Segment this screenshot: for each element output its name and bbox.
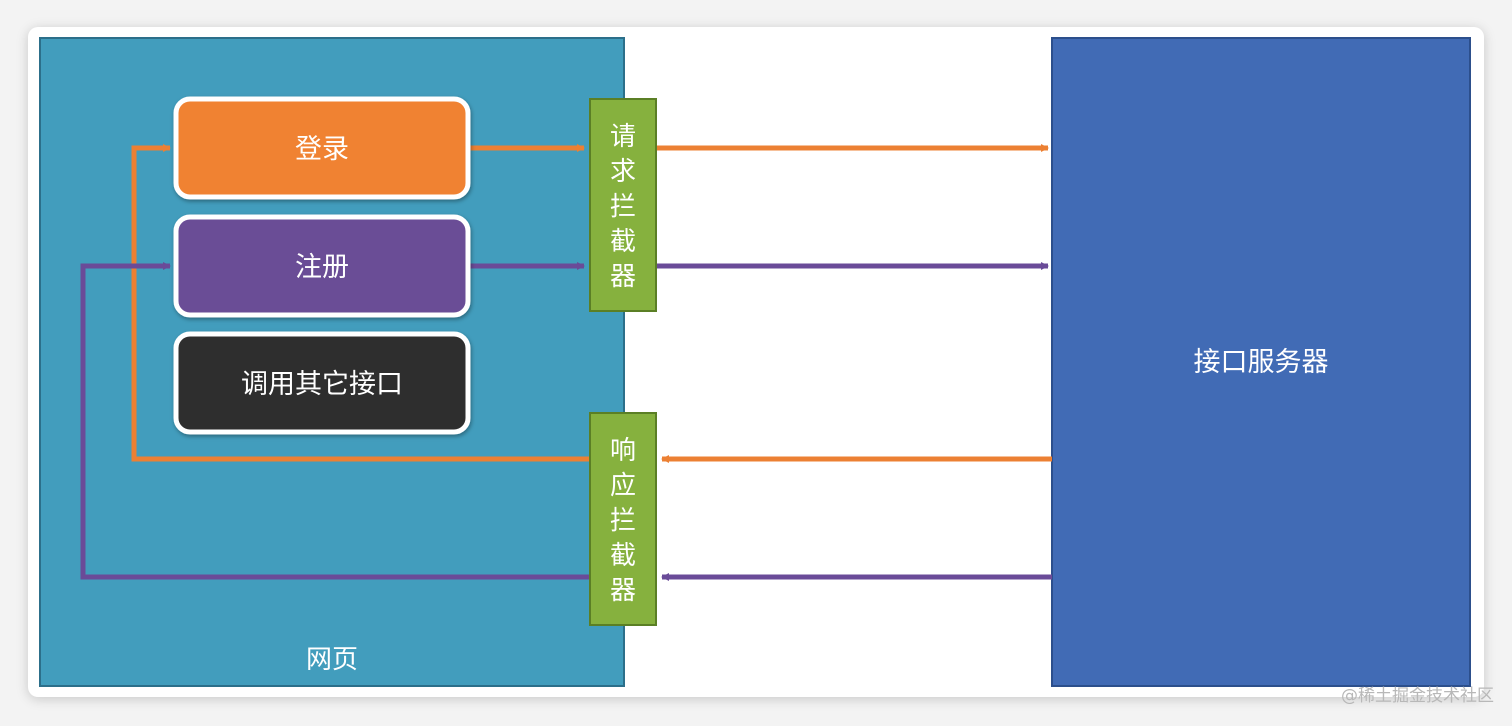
register-flow-arrows	[80, 262, 1052, 581]
request-interceptor-char: 器	[610, 262, 636, 292]
response-interceptor-char: 响	[610, 436, 636, 466]
call-other-api-button[interactable]: 调用其它接口	[173, 331, 471, 435]
response-to-register-arrow	[80, 262, 590, 580]
server-panel	[1051, 37, 1471, 687]
login-label: 登录	[295, 134, 349, 165]
response-to-login-arrow	[131, 144, 590, 462]
response-interceptor-char: 器	[610, 576, 636, 606]
register-label: 注册	[295, 252, 349, 283]
watermark: @稀土掘金技术社区	[1341, 686, 1494, 706]
response-interceptor-char: 截	[610, 541, 636, 571]
call-other-api-label: 调用其它接口	[241, 369, 403, 400]
login-button[interactable]: 登录	[173, 96, 471, 200]
request-interceptor-char: 截	[610, 227, 636, 257]
request-interceptor-char: 求	[610, 157, 636, 187]
webpage-label: 网页	[306, 645, 358, 675]
response-interceptor: 响 应 拦 截 器	[589, 412, 657, 626]
server-label: 接口服务器	[1194, 347, 1329, 378]
login-flow-arrows	[131, 144, 1052, 463]
response-interceptor-char: 拦	[610, 506, 636, 536]
response-interceptor-char: 应	[610, 471, 636, 501]
register-button[interactable]: 注册	[173, 214, 471, 318]
request-interceptor: 请 求 拦 截 器	[589, 98, 657, 312]
request-interceptor-char: 请	[610, 122, 636, 152]
request-interceptor-char: 拦	[610, 192, 636, 222]
